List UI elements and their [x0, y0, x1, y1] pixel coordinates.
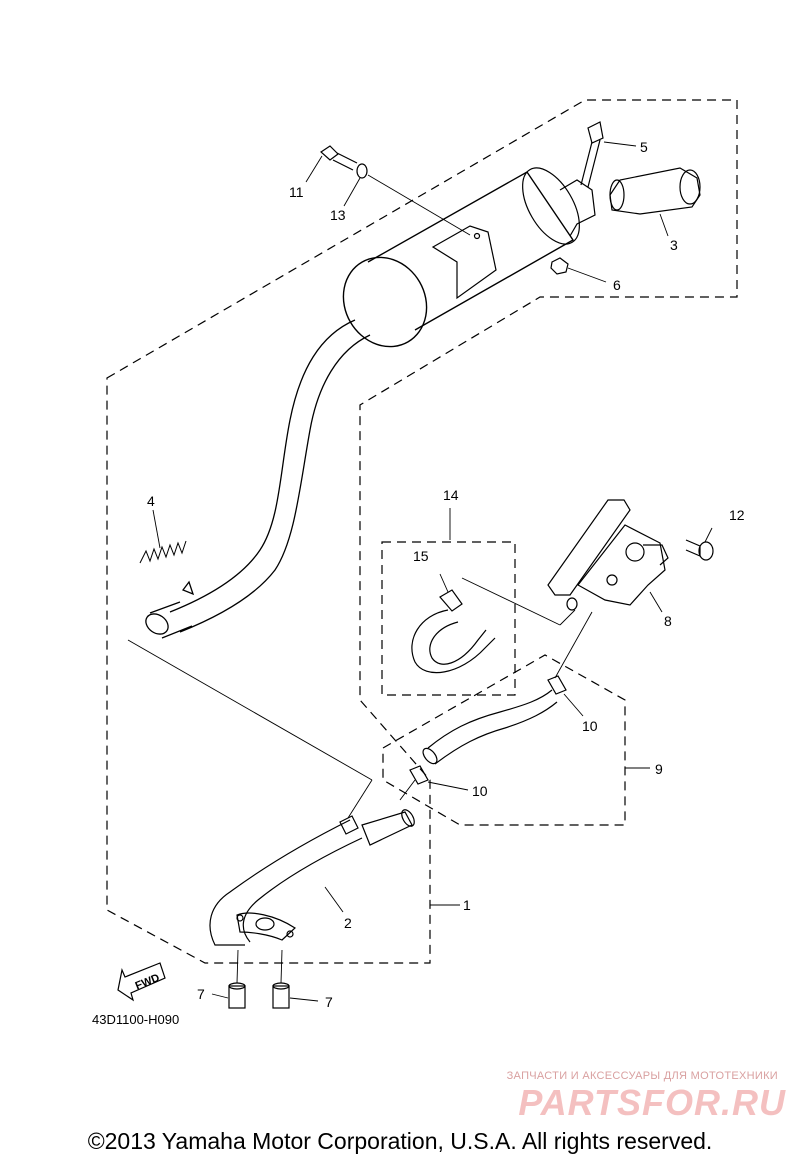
- clip-10-lower: [409, 765, 429, 785]
- assembly-lines: [127, 577, 593, 819]
- spring-4: [139, 540, 187, 564]
- bolt-5: [580, 121, 604, 188]
- nut-7-right: [272, 982, 290, 1009]
- callout-7-left: 7: [197, 986, 205, 1002]
- nut-6: [550, 257, 569, 275]
- hose-14: [411, 609, 496, 674]
- callout-14: 14: [443, 487, 459, 503]
- callout-11: 11: [289, 184, 304, 200]
- callout-2: 2: [344, 915, 352, 931]
- callout-5: 5: [640, 139, 648, 155]
- callout-10-lower: 10: [472, 783, 488, 799]
- fwd-label: FWD: [134, 972, 162, 993]
- diagram-code: 43D1100-H090: [92, 1012, 180, 1027]
- callout-4: 4: [147, 493, 155, 509]
- end-cap: [609, 167, 701, 215]
- clip-10-upper: [547, 675, 567, 695]
- washer-13: [356, 163, 368, 179]
- clip-15: [439, 589, 463, 612]
- callout-3: 3: [670, 237, 678, 253]
- callout-13: 13: [330, 207, 346, 223]
- callout-15: 15: [413, 548, 429, 564]
- callout-8: 8: [664, 613, 672, 629]
- callout-1: 1: [463, 897, 471, 913]
- callout-7-right: 7: [325, 994, 333, 1010]
- fwd-arrow-icon: [117, 962, 166, 1002]
- watermark-logo: PARTSFOR.RU: [518, 1082, 786, 1123]
- callout-6: 6: [613, 277, 621, 293]
- hose-9: [422, 689, 558, 765]
- callout-9: 9: [655, 761, 663, 777]
- callout-12: 12: [729, 507, 745, 523]
- nut-7-left: [228, 982, 246, 1009]
- valve-8: [547, 499, 669, 611]
- group-boundary-14: [381, 541, 516, 696]
- group-boundary-muffler: [106, 99, 738, 964]
- bolt-11: [320, 145, 358, 171]
- exhaust-pipe: [145, 319, 371, 639]
- watermark-tagline: ЗАПЧАСТИ И АКСЕССУАРЫ ДЛЯ МОТОТЕХНИКИ: [506, 1070, 778, 1082]
- callout-10-upper: 10: [582, 718, 598, 734]
- leader-lines: [152, 141, 713, 1002]
- screw-12: [685, 539, 714, 561]
- group-boundary-9: [382, 654, 626, 826]
- copyright-notice: ©2013 Yamaha Motor Corporation, U.S.A. A…: [87, 1128, 713, 1154]
- pipe-2: [209, 809, 415, 946]
